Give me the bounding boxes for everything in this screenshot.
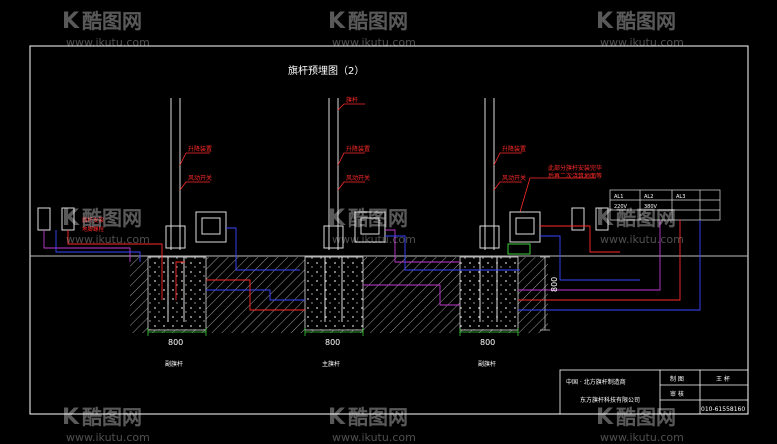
label-lift-center: 升降装置 — [346, 145, 370, 153]
note-line-1: 此部分旗杆安装完毕 — [548, 164, 602, 172]
pole-label-right: 副旗杆 — [478, 360, 496, 368]
box-label-2: AL2 — [644, 194, 653, 200]
left-note-1: 旗杆支架 — [82, 216, 105, 224]
drawing-frame — [29, 45, 749, 415]
svg-text:www.ikutu.com: www.ikutu.com — [66, 431, 150, 444]
table-value-2: 380V — [644, 204, 658, 210]
svg-text:K: K — [596, 9, 614, 34]
svg-text:K: K — [596, 405, 614, 430]
dim-width-right: 800 — [480, 338, 495, 347]
designer-name: 王 杯 — [716, 375, 730, 383]
pole-label-center: 主旗杆 — [322, 360, 340, 368]
svg-text:www.ikutu.com: www.ikutu.com — [600, 36, 684, 49]
control-box-right — [507, 211, 541, 255]
svg-text:www.ikutu.com: www.ikutu.com — [600, 233, 684, 246]
phone-number: 010-61558160 — [701, 406, 745, 413]
svg-text:www.ikutu.com: www.ikutu.com — [332, 36, 416, 49]
svg-text:酷图网: 酷图网 — [82, 405, 142, 429]
label-flagpole: 旗杆 — [346, 96, 358, 104]
svg-text:K: K — [596, 206, 614, 231]
label-wind-right: 风动开关 — [502, 174, 526, 182]
drawing-title: 旗杆预埋图（2） — [288, 64, 364, 77]
vertical-dimension — [540, 256, 550, 331]
label-draw: 制 图 — [670, 375, 684, 383]
label-check: 审 核 — [670, 390, 684, 398]
company-line-2: 东方旗杆科技有限公司 — [580, 396, 640, 404]
wiring-table — [609, 189, 721, 221]
left-note-2: 地脚螺栓 — [82, 225, 105, 233]
pit-right — [459, 256, 519, 331]
svg-text:www.ikutu.com: www.ikutu.com — [332, 431, 416, 444]
label-lift-right: 升降装置 — [502, 145, 526, 153]
svg-text:酷图网: 酷图网 — [616, 405, 676, 429]
pole-label-left: 副旗杆 — [165, 360, 183, 368]
flagpole-left — [165, 98, 186, 250]
label-lift-left: 升降装置 — [188, 145, 212, 153]
svg-text:www.ikutu.com: www.ikutu.com — [66, 233, 150, 246]
svg-text:酷图网: 酷图网 — [616, 206, 676, 230]
dimension-height: 800 — [550, 277, 559, 292]
watermark: K 酷图网 www.ikutu.com K 酷图网 www.ikutu.com … — [62, 9, 684, 444]
svg-text:K: K — [62, 405, 80, 430]
control-box-center — [354, 211, 386, 243]
annotation-leaders — [179, 103, 596, 213]
box-label-3: AL3 — [676, 194, 685, 200]
svg-text:酷图网: 酷图网 — [82, 9, 142, 33]
note-line-2: 后再二次浇筑地面等 — [548, 172, 602, 180]
svg-text:酷图网: 酷图网 — [348, 206, 408, 230]
svg-text:www.ikutu.com: www.ikutu.com — [332, 233, 416, 246]
svg-text:www.ikutu.com: www.ikutu.com — [600, 431, 684, 444]
title-block — [559, 369, 749, 415]
svg-text:K: K — [62, 9, 80, 34]
table-value-1: 220V — [614, 204, 628, 210]
svg-text:酷图网: 酷图网 — [348, 9, 408, 33]
svg-text:K: K — [328, 9, 346, 34]
pit-left — [147, 256, 207, 331]
flagpole-center — [323, 98, 344, 250]
control-box-left — [195, 211, 227, 243]
cabinet-right — [571, 207, 609, 231]
box-label-1: AL1 — [614, 194, 623, 200]
company-line-1: 中国 · 北方旗杆制造商 — [566, 378, 626, 386]
svg-text:K: K — [62, 206, 80, 231]
label-wind-center: 风动开关 — [346, 174, 370, 182]
svg-text:酷图网: 酷图网 — [616, 9, 676, 33]
cable-runs — [43, 220, 701, 311]
svg-text:www.ikutu.com: www.ikutu.com — [66, 36, 150, 49]
flagpole-right — [479, 98, 500, 250]
dim-width-left: 800 — [168, 338, 183, 347]
horizontal-dimensions — [147, 328, 519, 336]
label-wind-left: 风动开关 — [188, 174, 212, 182]
pit-center — [304, 256, 364, 331]
svg-text:K: K — [328, 405, 346, 430]
dim-width-center: 800 — [325, 338, 340, 347]
svg-text:K: K — [328, 206, 346, 231]
svg-text:酷图网: 酷图网 — [348, 405, 408, 429]
svg-text:酷图网: 酷图网 — [82, 206, 142, 230]
